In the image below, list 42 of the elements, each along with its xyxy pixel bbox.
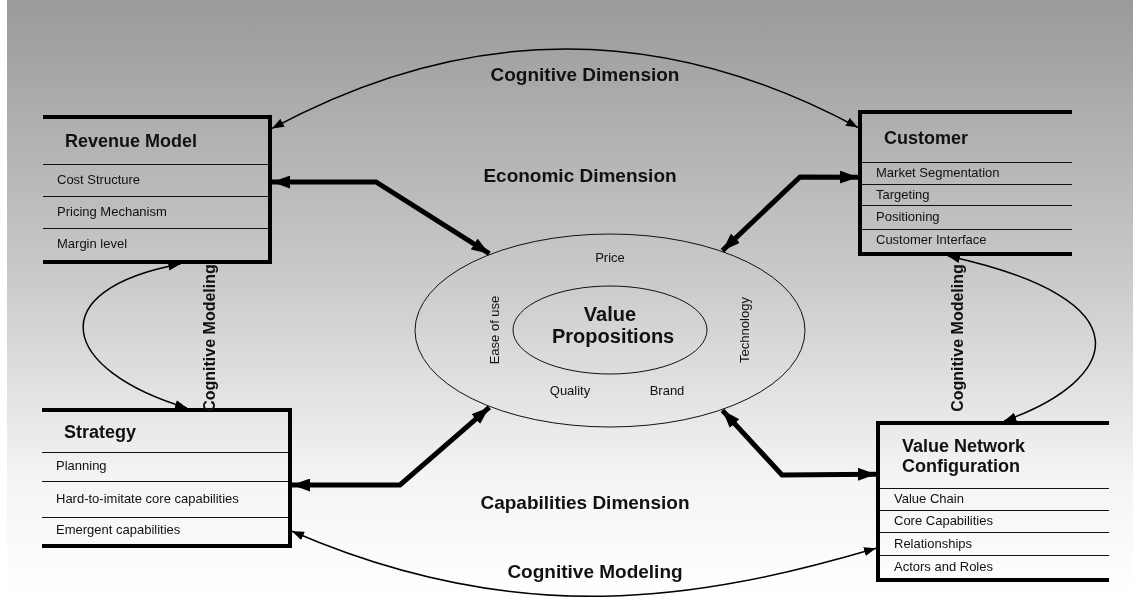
- list-item: Positioning: [876, 210, 940, 225]
- edge-label: Cognitive Modeling: [507, 561, 683, 583]
- ellipse-node: [512, 285, 708, 375]
- ellipse-node: [414, 233, 806, 428]
- table-box: [43, 115, 272, 264]
- list-item: Hard-to-imitate core capabilities: [56, 491, 239, 507]
- list-item: Market Segmentation: [876, 166, 1000, 181]
- list-item: Cost Structure: [57, 172, 141, 188]
- edge-label: Cognitive Dimension: [490, 64, 680, 86]
- arrow: [947, 254, 1096, 422]
- list-item: Actors and Roles: [894, 559, 993, 575]
- arrow: [291, 530, 877, 597]
- box-heading: Revenue Model: [65, 131, 198, 152]
- table-box: [876, 421, 1109, 582]
- arrow: [82, 262, 188, 409]
- list-item: Relationships: [894, 536, 973, 552]
- box-heading: Strategy: [64, 421, 137, 443]
- list-item: Pricing Mechanism: [57, 204, 167, 220]
- list-item: Planning: [56, 459, 107, 475]
- dimension-label: Economic Dimension: [483, 165, 677, 187]
- attribute-label: Quality: [549, 382, 591, 398]
- center-label: Value Propositions: [551, 303, 676, 347]
- list-item: Targeting: [876, 187, 930, 203]
- attribute-label: Brand: [649, 382, 685, 398]
- arrow: [271, 48, 859, 130]
- box-heading: Customer: [884, 127, 968, 149]
- dimension-label: Capabilities Dimension: [480, 492, 690, 514]
- list-item: Margin level: [57, 236, 128, 252]
- arrow: [720, 408, 877, 481]
- attribute-label: Ease of use: [486, 295, 502, 365]
- arrow: [720, 170, 858, 253]
- table-box: [858, 110, 1072, 256]
- list-item: Emergent capabilities: [56, 523, 181, 539]
- list-item: Customer Interface: [876, 233, 987, 249]
- arrow: [272, 175, 491, 256]
- attribute-label: Technology: [736, 297, 752, 363]
- side-label: Cognitive Modeling: [949, 264, 967, 412]
- box-heading: Value Network Configuration: [902, 435, 1027, 477]
- arrow: [292, 405, 491, 492]
- attribute-label: Price: [595, 249, 625, 265]
- list-item: Core Capabilities: [894, 513, 993, 529]
- list-item: Value Chain: [894, 491, 964, 507]
